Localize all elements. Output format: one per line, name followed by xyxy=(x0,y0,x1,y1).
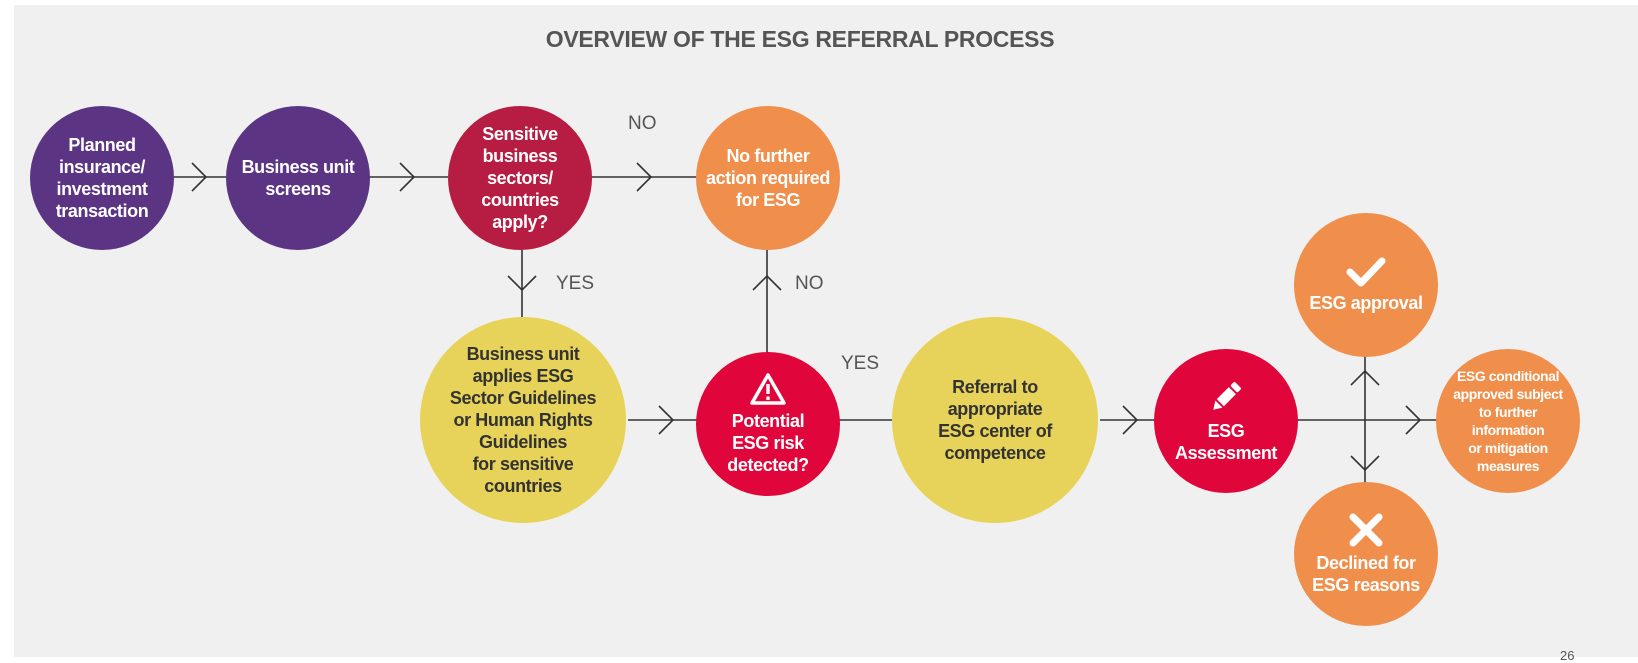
node-esg-declined-label: Declined for ESG reasons xyxy=(1312,553,1420,595)
arrowhead-risk-noaction xyxy=(752,274,782,291)
node-no-further-action-label: No further action required for ESG xyxy=(705,146,831,210)
arrowhead-sensitive-guidelines xyxy=(507,275,537,292)
node-business-unit-screens-label: Business unit screens xyxy=(241,157,355,199)
node-referral-center: Referral to appropriate ESG center of co… xyxy=(892,317,1098,523)
node-esg-assessment-label: ESG Assessment xyxy=(1174,421,1278,463)
edge-label-sensitive-no: NO xyxy=(628,113,657,134)
node-esg-assessment: ESG Assessment xyxy=(1154,349,1298,493)
arrowhead-sensitive-noaction xyxy=(636,162,653,192)
arrowhead-branch-approval xyxy=(1350,369,1380,386)
node-sensitive-sectors: Sensitive business sectors/ countries ap… xyxy=(448,106,592,250)
arrowhead-referral-assessment xyxy=(1122,405,1139,435)
node-esg-guidelines-label: Business unit applies ESG Sector Guideli… xyxy=(449,344,597,496)
arrowhead-screens-sensitive xyxy=(399,162,416,192)
warning-icon xyxy=(750,373,786,405)
node-esg-declined: Declined for ESG reasons xyxy=(1294,482,1438,626)
arrowhead-planned-screens xyxy=(191,162,208,192)
node-business-unit-screens: Business unit screens xyxy=(226,106,370,250)
arrowhead-branch-declined xyxy=(1350,455,1380,472)
pencil-icon xyxy=(1213,382,1241,410)
cross-icon xyxy=(1349,513,1383,547)
checkmark-icon xyxy=(1346,257,1386,287)
edge-label-risk-yes: YES xyxy=(841,353,880,374)
node-esg-guidelines: Business unit applies ESG Sector Guideli… xyxy=(420,317,626,523)
node-potential-risk: Potential ESG risk detected? xyxy=(696,352,840,496)
edge-label-risk-no: NO xyxy=(795,273,824,294)
page-number: 26 xyxy=(1560,648,1575,663)
node-esg-conditional-label: ESG conditional approved subject to furt… xyxy=(1453,368,1563,474)
node-no-further-action: No further action required for ESG xyxy=(696,106,840,250)
diagram-title: OVERVIEW OF THE ESG REFERRAL PROCESS xyxy=(545,26,1055,52)
node-esg-approval: ESG approval xyxy=(1294,213,1438,357)
arrowhead-guidelines-risk xyxy=(658,405,675,435)
node-esg-approval-label: ESG approval xyxy=(1309,293,1423,313)
node-planned-transaction: Planned insurance/ investment transactio… xyxy=(30,106,174,250)
node-planned-transaction-label: Planned insurance/ investment transactio… xyxy=(55,135,149,221)
node-potential-risk-label: Potential ESG risk detected? xyxy=(727,411,809,475)
node-referral-center-label: Referral to appropriate ESG center of co… xyxy=(938,377,1052,463)
arrowhead-branch-conditional xyxy=(1405,405,1422,435)
node-esg-conditional: ESG conditional approved subject to furt… xyxy=(1436,349,1580,493)
edge-label-sensitive-yes: YES xyxy=(556,273,595,294)
node-sensitive-sectors-label: Sensitive business sectors/ countries ap… xyxy=(481,124,559,232)
